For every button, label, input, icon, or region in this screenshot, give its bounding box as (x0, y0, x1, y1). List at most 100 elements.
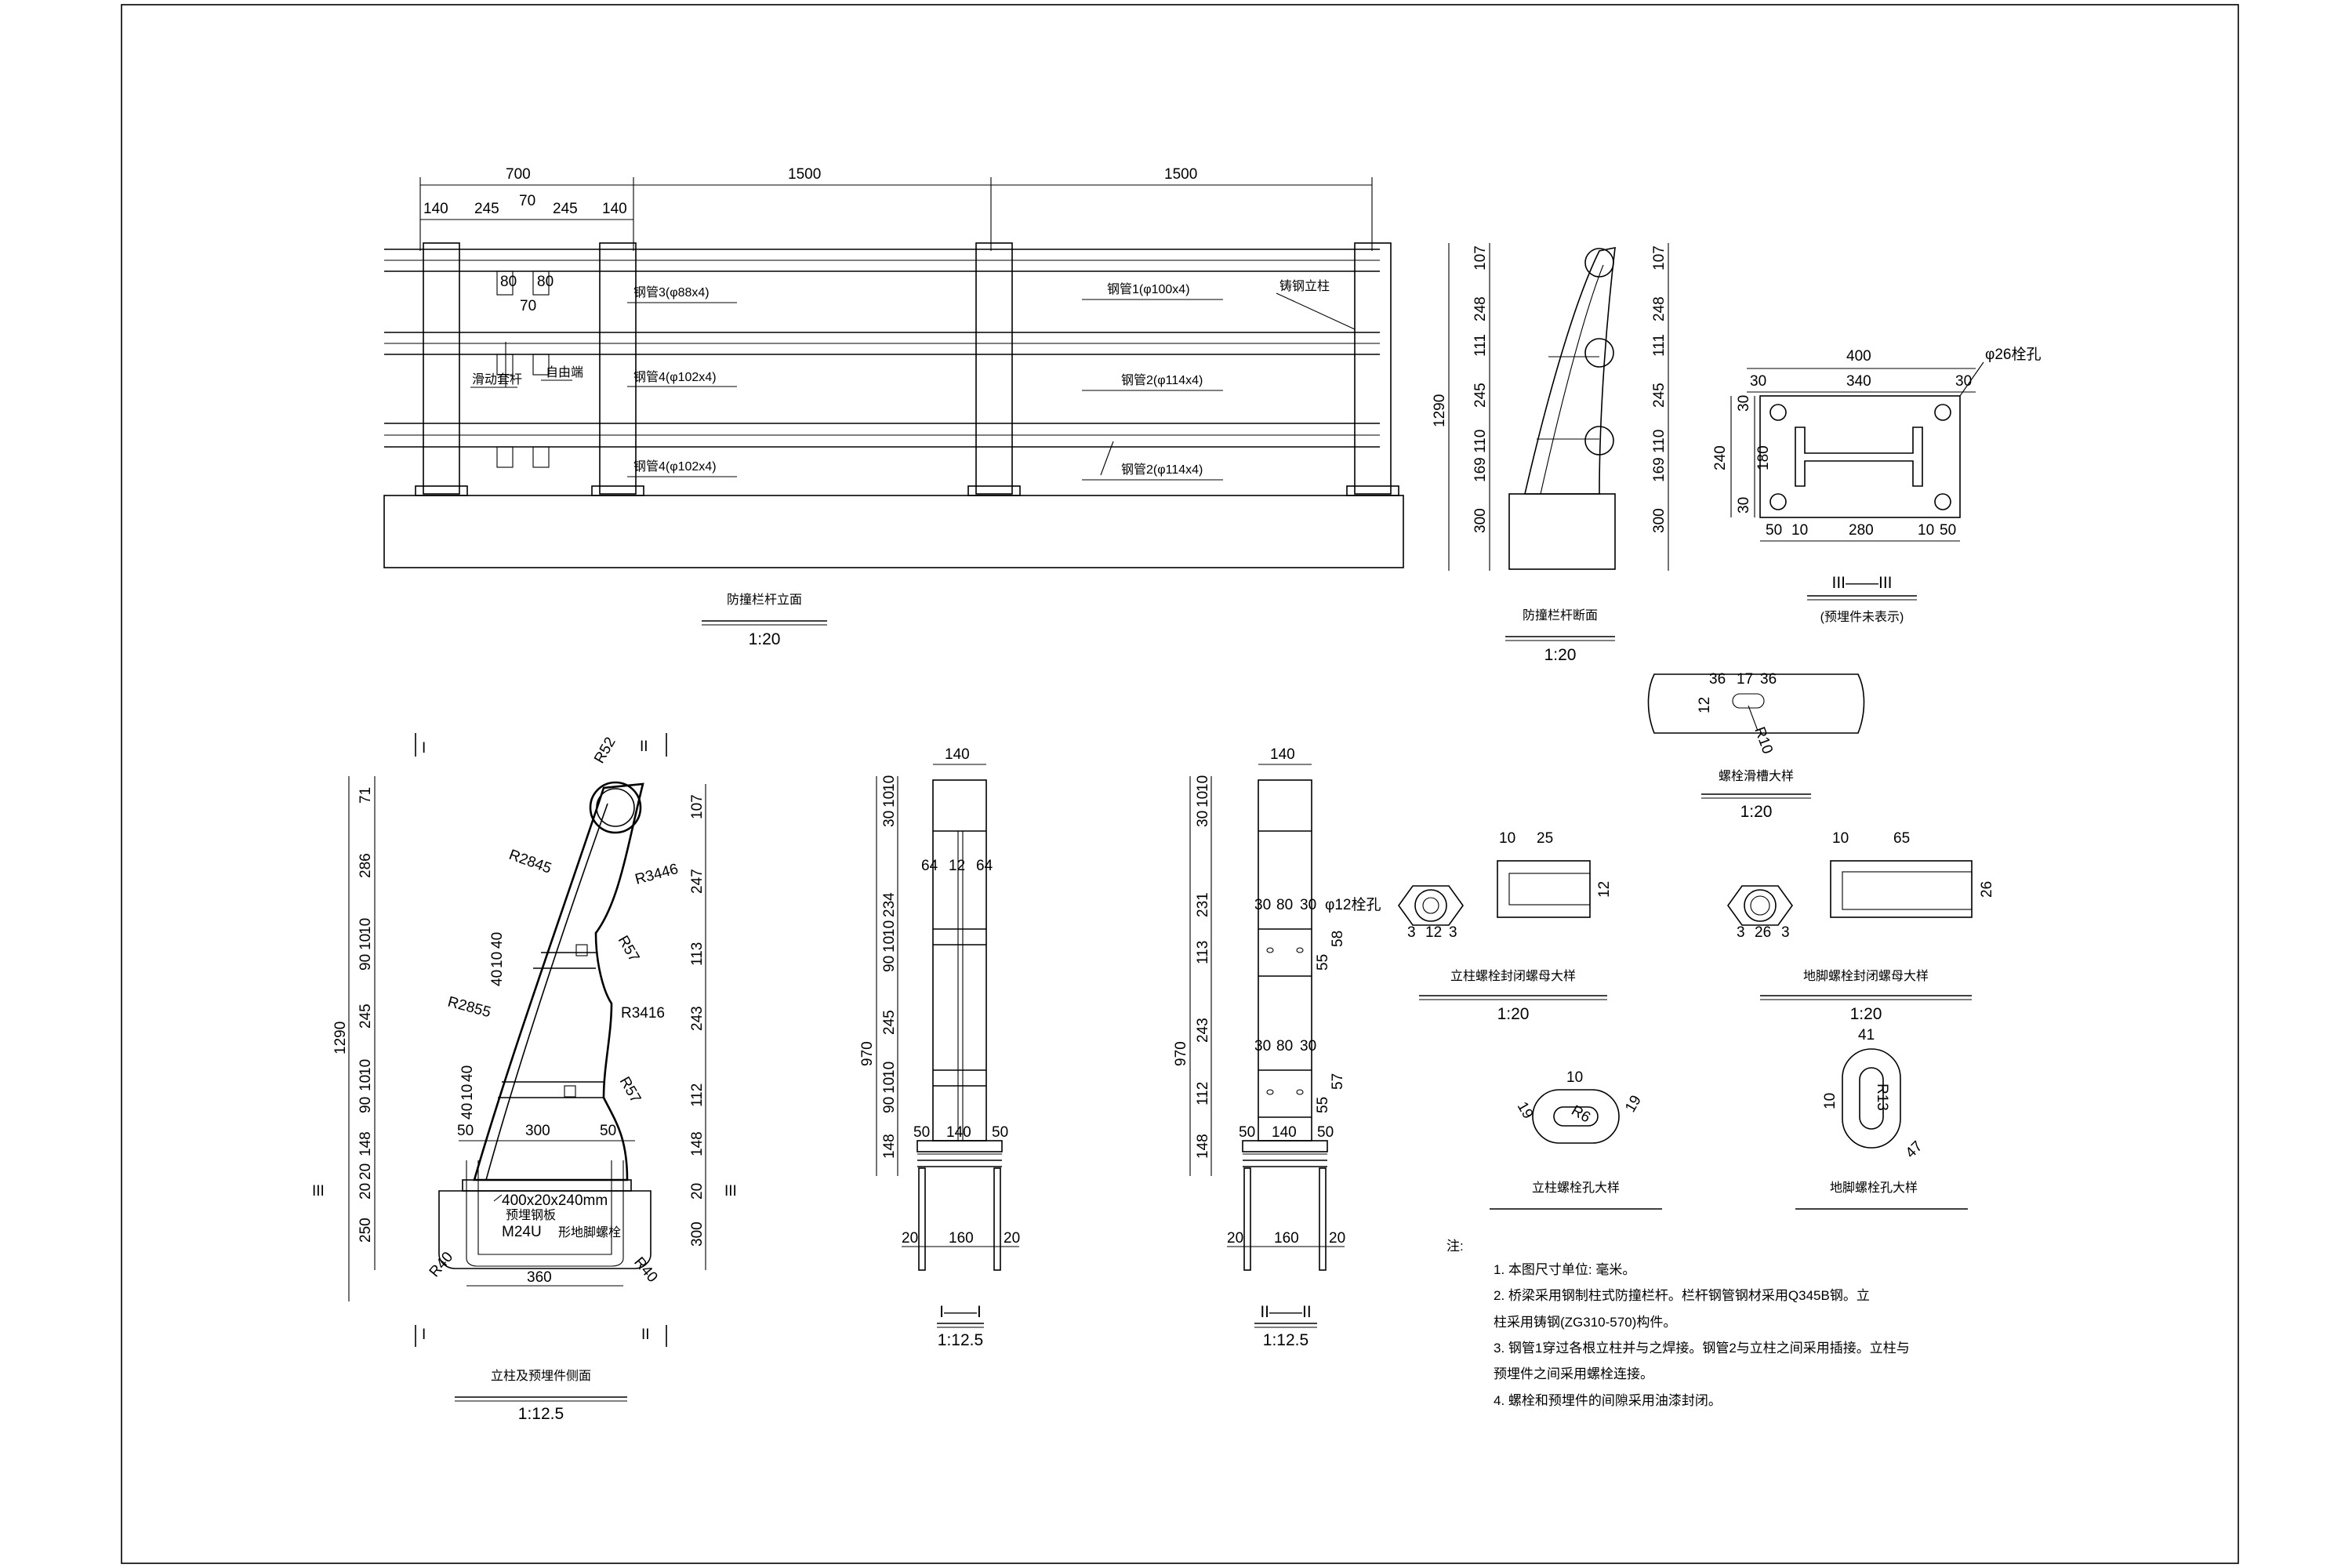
s1-dim-10a: 10 (881, 775, 898, 792)
ps-r3416: R3416 (621, 1005, 665, 1022)
ps-dim-r148: 148 (689, 1131, 706, 1156)
ps-40b: 40 (489, 970, 506, 986)
elev-dim-245a: 245 (474, 201, 499, 217)
hole-detail-b: 41 R13 10 47 地脚螺栓孔大样 (1795, 1027, 1968, 1210)
ps-360: 360 (527, 1269, 552, 1286)
hole-detail-a: 10 R6 19 19 立柱螺栓孔大样 (1490, 1069, 1662, 1210)
ps-dim-l10b: 10 (358, 934, 374, 950)
slot-dim-17: 17 (1737, 671, 1753, 688)
nut-b-dim-10: 10 (1832, 830, 1849, 847)
post-side-view: 1290 71 286 10 10 90 245 10 10 90 148 20… (312, 733, 737, 1423)
nut-b-title: 地脚螺栓封闭螺母大样 (1803, 969, 1929, 983)
elev-dim-1500b: 1500 (1164, 166, 1197, 183)
ps-dim-r20: 20 (689, 1183, 706, 1200)
ps-dim-1290: 1290 (332, 1022, 349, 1054)
s1-dim-10f: 10 (881, 1077, 898, 1094)
s2-title: II——II (1260, 1303, 1311, 1321)
ps-r40b: R40 (630, 1254, 660, 1286)
s3-dim-400: 400 (1846, 348, 1871, 365)
elev-label-pipe3: 钢管3(φ88x4) (633, 285, 710, 299)
notes-line-2: 2. 桥梁采用钢制柱式防撞栏杆。栏杆钢管钢材采用Q345B钢。立 (1494, 1288, 1870, 1303)
s2-dim-hole: φ12栓孔 (1325, 896, 1381, 913)
ps-mark-i-bot: I (422, 1327, 426, 1343)
s2-dim-20b: 20 (1329, 1230, 1345, 1247)
ps-dim-r112: 112 (689, 1083, 706, 1107)
s3-dim-30c: 30 (1736, 395, 1752, 412)
s2-dim-231: 231 (1195, 892, 1211, 917)
ps-r57a: R57 (615, 933, 643, 965)
s1-dim-140: 140 (945, 746, 970, 763)
s2-dim-10b: 10 (1195, 791, 1211, 808)
ps-title: 立柱及预埋件侧面 (491, 1369, 591, 1383)
notes-line-1: 1. 本图尺寸单位: 毫米。 (1494, 1262, 1635, 1277)
slot-dim-r10: R10 (1751, 725, 1776, 757)
ps-dim-r247: 247 (689, 869, 706, 894)
sec-dim-r248: 248 (1651, 296, 1668, 321)
s1-dim-30: 30 (881, 811, 898, 827)
ps-plate: 400x20x240mm (502, 1192, 608, 1209)
ps-mark-ii-top: II (640, 739, 648, 755)
ps-scale: 1:12.5 (518, 1405, 564, 1423)
s3-dim-50b: 50 (1940, 522, 1956, 539)
s2-dim-243: 243 (1195, 1018, 1211, 1043)
s1-dim-64b: 64 (976, 858, 993, 874)
nut-a-dim-3a: 3 (1407, 924, 1416, 941)
s2-scale: 1:12.5 (1263, 1331, 1308, 1349)
s1-dim-970: 970 (859, 1041, 876, 1066)
slot-scale: 1:20 (1740, 803, 1773, 821)
s1-dim-234: 234 (881, 892, 898, 917)
nut-a-dim-12: 12 (1596, 881, 1613, 898)
elev-label-pipe4b: 钢管4(φ102x4) (633, 459, 717, 474)
ps-40c: 40 (459, 1065, 476, 1082)
hole-b-title: 地脚螺栓孔大样 (1830, 1181, 1918, 1195)
s1-dim-10e: 10 (881, 1062, 898, 1078)
ps-r40a: R40 (426, 1249, 456, 1280)
s2-dim-57: 57 (1330, 1073, 1346, 1090)
hole-b-dim-10: 10 (1822, 1093, 1838, 1109)
elev-label-pipe1: 钢管1(φ100x4) (1107, 282, 1190, 296)
ps-40d: 40 (459, 1103, 476, 1120)
hole-b-dim-41: 41 (1858, 1027, 1875, 1044)
s2-dim-20a: 20 (1227, 1230, 1243, 1247)
notes-line-3: 柱采用铸钢(ZG310-570)构件。 (1494, 1315, 1676, 1330)
elev-dim-700: 700 (506, 166, 531, 183)
ps-r52: R52 (591, 735, 619, 767)
s3-dim-180: 180 (1755, 445, 1772, 470)
ps-dim-r113: 113 (689, 942, 706, 966)
ps-dim-l20a: 20 (358, 1163, 374, 1180)
ps-r2845: R2845 (506, 847, 554, 877)
ps-bolt-label: 形地脚螺栓 (558, 1225, 621, 1240)
sec-dim-l248: 248 (1472, 296, 1489, 321)
s2-dim-30: 30 (1195, 811, 1211, 827)
s2-dim-58: 58 (1330, 931, 1346, 947)
ps-dim-r107: 107 (689, 794, 706, 819)
section-1: 140 10 10 30 64 12 64 234 10 10 90 245 1… (859, 746, 1020, 1349)
elev-dim-80a: 80 (500, 274, 517, 290)
hole-a-dim-r6: R6 (1569, 1102, 1594, 1126)
ps-mark-iii-r: III (724, 1183, 737, 1200)
s2-dim-55a: 55 (1315, 954, 1331, 971)
section-3: 400 340 30 30 φ26栓孔 30 180 30 240 50 10 … (1712, 346, 2041, 624)
nut-b-dim-65: 65 (1893, 830, 1910, 847)
elev-dim-70b: 70 (520, 298, 536, 314)
notes-line-5: 预埋件之间采用螺栓连接。 (1494, 1367, 1653, 1381)
slot-detail: 36 17 36 12 R10 螺栓滑槽大样 1:20 (1647, 671, 1865, 821)
nut-b-dim-26: 26 (1979, 881, 1995, 898)
elev-label-pipe2a: 钢管2(φ114x4) (1121, 373, 1203, 387)
slot-dim-36b: 36 (1760, 671, 1777, 688)
nut-b-dim-3b: 3 (1781, 924, 1790, 941)
s1-dim-10b: 10 (881, 791, 898, 808)
elev-dim-140b: 140 (602, 201, 627, 217)
elev-label-move-sleeve: 滑动套杆 (472, 372, 522, 387)
s1-dim-10c: 10 (881, 920, 898, 937)
sec-dim-l169: 169 (1472, 457, 1489, 482)
ps-dim-r300: 300 (689, 1221, 706, 1247)
s2-dim-10a: 10 (1195, 775, 1211, 792)
s3-dim-hole: φ26栓孔 (1985, 346, 2041, 363)
sheet-frame (121, 4, 2239, 1564)
s1-dim-148: 148 (881, 1134, 898, 1159)
elev-label-pipe4a: 钢管4(φ102x4) (633, 370, 717, 384)
slot-title: 螺栓滑槽大样 (1719, 769, 1794, 783)
s3-dim-240: 240 (1712, 445, 1729, 470)
s2-dim-113: 113 (1195, 941, 1211, 964)
